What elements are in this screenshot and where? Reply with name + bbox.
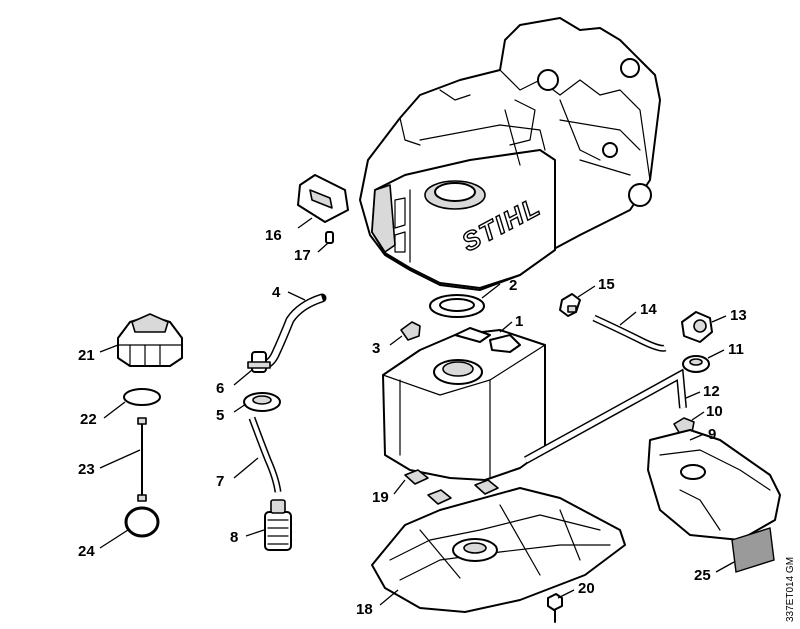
callout-3: 3 <box>372 340 380 357</box>
gasket-part-2 <box>429 294 485 318</box>
pad-part-25 <box>731 527 775 573</box>
pads-part-19 <box>404 469 499 505</box>
callout-16: 16 <box>265 227 282 244</box>
grommet-part-11 <box>682 355 710 373</box>
callout-20: 20 <box>578 580 595 597</box>
screw-part-20 <box>547 593 563 623</box>
callout-9: 9 <box>708 426 716 443</box>
callout-15: 15 <box>598 276 615 293</box>
grommet-part-3 <box>400 321 421 341</box>
cord-part-23 <box>137 417 147 502</box>
callout-14: 14 <box>640 301 657 318</box>
callout-23: 23 <box>78 461 95 478</box>
callout-7: 7 <box>216 473 224 490</box>
callout-17: 17 <box>294 247 311 264</box>
callout-24: 24 <box>78 543 95 560</box>
callout-19: 19 <box>372 489 389 506</box>
callout-5: 5 <box>216 407 224 424</box>
o-ring-part-22 <box>123 388 161 406</box>
valve-part-13 <box>681 311 713 343</box>
callout-21: 21 <box>78 347 95 364</box>
bracket-part-16 <box>297 174 349 223</box>
leader-lines <box>99 217 735 606</box>
callout-6: 6 <box>216 380 224 397</box>
base-plate-part-18 <box>371 487 626 613</box>
suction-hose-part-7-inner <box>250 417 280 493</box>
filter-part-8 <box>264 499 292 551</box>
callout-12: 12 <box>703 383 720 400</box>
clip-part-17 <box>325 231 334 244</box>
hose-part-14-inner <box>593 316 666 351</box>
grommet-part-5 <box>243 392 281 412</box>
callout-10: 10 <box>706 403 723 420</box>
tank-cap-part-21 <box>117 313 183 367</box>
hose-part-12-inner <box>524 370 686 463</box>
callout-1: 1 <box>515 313 523 330</box>
tank-cover-part-9 <box>647 429 781 541</box>
elbow-part-15 <box>559 293 581 317</box>
engine-housing: STIHL <box>359 17 661 291</box>
callout-2: 2 <box>509 277 517 294</box>
callout-11: 11 <box>728 341 744 358</box>
fitting-part-6 <box>247 351 271 373</box>
callout-labels: 1 2 3 4 5 6 7 8 9 10 11 12 13 14 15 16 1… <box>78 227 747 618</box>
callout-25: 25 <box>694 567 711 584</box>
fuel-tank-part-1 <box>382 327 546 481</box>
callout-18: 18 <box>356 601 373 618</box>
callout-22: 22 <box>80 411 97 428</box>
callout-4: 4 <box>272 284 281 301</box>
hose-part-4 <box>257 293 327 370</box>
callout-13: 13 <box>730 307 747 324</box>
callout-8: 8 <box>230 529 238 546</box>
ring-part-24 <box>124 506 160 538</box>
drawing-code: 337ET014 GM <box>785 557 796 622</box>
